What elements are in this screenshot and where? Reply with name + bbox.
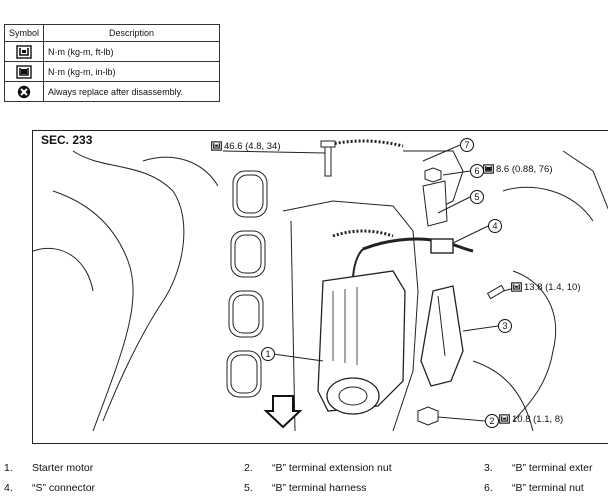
legend-header-description: Description xyxy=(43,24,220,42)
callout-number-5: 5 xyxy=(470,190,484,204)
callout-number-7: 7 xyxy=(460,138,474,152)
part-number: 5. xyxy=(244,482,253,494)
torque-value: 10.8 (1.1, 8) xyxy=(512,414,564,425)
engine-line-drawing xyxy=(33,139,608,432)
callout-number-2: 2 xyxy=(485,414,499,428)
torque-wrench-inlb-icon xyxy=(483,164,494,175)
part-number: 4. xyxy=(4,482,13,494)
legend-row: N·m (kg-m, ft-lb) xyxy=(3,41,220,62)
callout-number-6: 6 xyxy=(470,164,484,178)
callout-number-3: 3 xyxy=(498,319,512,333)
legend-description: N·m (kg-m, ft-lb) xyxy=(43,41,220,62)
part-name: “B” terminal extension nut xyxy=(272,462,392,474)
always-replace-icon xyxy=(17,85,31,98)
callout-number-1: 1 xyxy=(261,347,275,361)
part-name: “B” terminal nut xyxy=(512,482,584,494)
torque-value: 46.6 (4.8, 34) xyxy=(224,141,281,152)
part-item: 3. “B” terminal exter xyxy=(484,462,608,476)
section-label: SEC. 233 xyxy=(41,133,93,147)
part-item: 6. “B” terminal nut xyxy=(484,482,608,496)
part-number: 2. xyxy=(244,462,253,474)
torque-wrench-ftlb-icon xyxy=(16,44,32,59)
legend-symbol-cell xyxy=(3,81,45,102)
legend-row: Always replace after disassembly. xyxy=(3,81,220,102)
part-name: Starter motor xyxy=(32,462,94,474)
part-number: 1. xyxy=(4,462,13,474)
starter-motor-diagram: SEC. 233 xyxy=(32,130,608,444)
torque-callout-bolt-right: 13.8 (1.4, 10) xyxy=(511,282,581,294)
part-name: “B” terminal exter xyxy=(512,462,593,474)
symbol-legend-table: Symbol Description N·m (kg-m, ft-lb) N·m… xyxy=(3,24,220,102)
part-name: “B” terminal harness xyxy=(272,482,367,494)
torque-callout-nut-6: 8.6 (0.88, 76) xyxy=(483,164,553,176)
torque-value: 8.6 (0.88, 76) xyxy=(496,164,553,175)
torque-wrench-ftlb-icon xyxy=(511,282,522,293)
legend-symbol-cell xyxy=(3,61,45,82)
part-number: 3. xyxy=(484,462,493,474)
torque-wrench-ftlb-icon xyxy=(499,414,510,425)
callout-number-4: 4 xyxy=(488,219,502,233)
legend-description: Always replace after disassembly. xyxy=(43,81,220,102)
legend-header-symbol: Symbol xyxy=(3,24,45,42)
torque-callout-bolt-top: 46.6 (4.8, 34) xyxy=(211,141,281,153)
front-direction-arrow xyxy=(263,395,303,429)
torque-wrench-inlb-icon xyxy=(16,64,32,79)
legend-symbol-cell xyxy=(3,41,45,62)
legend-header-row: Symbol Description xyxy=(3,24,220,42)
part-number: 6. xyxy=(484,482,493,494)
torque-value: 13.8 (1.4, 10) xyxy=(524,282,581,293)
torque-callout-nut-2: 10.8 (1.1, 8) xyxy=(499,414,563,426)
legend-row: N·m (kg-m, in-lb) xyxy=(3,61,220,82)
torque-wrench-ftlb-icon xyxy=(211,141,222,152)
part-name: “S” connector xyxy=(32,482,96,494)
legend-description: N·m (kg-m, in-lb) xyxy=(43,61,220,82)
